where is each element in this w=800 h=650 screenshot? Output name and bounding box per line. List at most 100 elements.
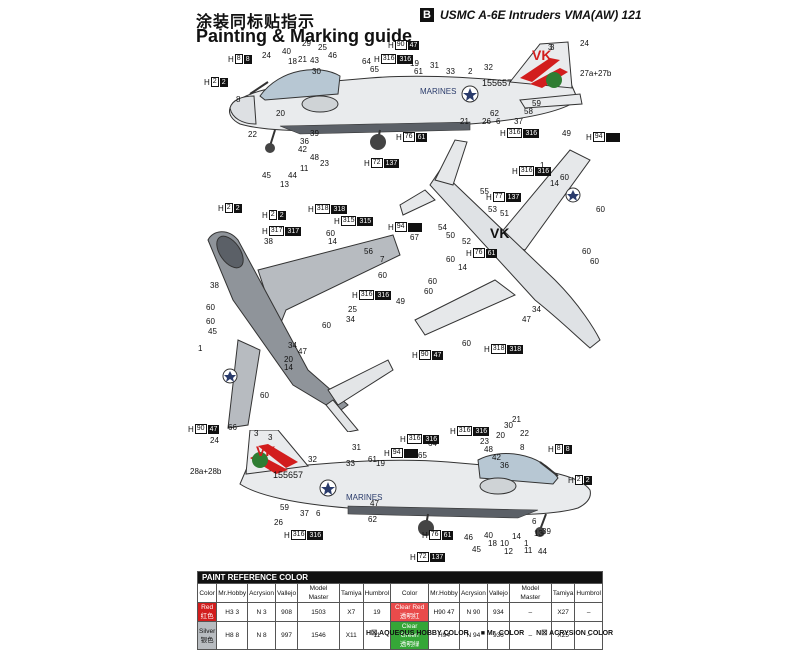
callout: 18 bbox=[288, 57, 297, 66]
serial-number: 155657 bbox=[273, 470, 303, 480]
callout: 22 bbox=[248, 130, 257, 139]
col-header: Tamiya bbox=[338, 583, 364, 603]
callout: 29 bbox=[302, 39, 311, 48]
col-header: Acrysion bbox=[458, 583, 488, 603]
page-title: Painting & Marking guide bbox=[196, 26, 413, 46]
callout: 42 bbox=[492, 453, 501, 462]
callout: 14 bbox=[458, 263, 467, 272]
marines-text: MARINES bbox=[420, 87, 456, 96]
paint-legend: H☒ AQUEOUS HOBBY COLOR ■ Mr. COLOR N☒ AC… bbox=[366, 629, 623, 637]
belly-panel bbox=[347, 505, 539, 519]
callout: 28a+28b bbox=[190, 467, 222, 476]
col-header: Vallejo bbox=[275, 583, 299, 603]
callout: 23 bbox=[320, 159, 329, 168]
callout: 11 bbox=[524, 546, 533, 555]
table-cell: 908 bbox=[275, 602, 299, 622]
callout: 58 bbox=[524, 107, 533, 116]
table-cell: H90 47 bbox=[428, 602, 460, 622]
callout: 20 bbox=[496, 431, 505, 440]
callout: 47 bbox=[298, 347, 307, 356]
callout: 60 bbox=[596, 205, 605, 214]
callout: 61 bbox=[368, 455, 377, 464]
callout: 59 bbox=[532, 99, 541, 108]
callout: 65 bbox=[370, 65, 379, 74]
callout: 21 bbox=[298, 55, 307, 64]
underside-tail-top bbox=[434, 139, 468, 186]
callout: 22 bbox=[520, 429, 529, 438]
callout: 37 bbox=[300, 509, 309, 518]
callout: 40 bbox=[484, 531, 493, 540]
col-header: Tamiya bbox=[550, 583, 576, 603]
callout: 60 bbox=[326, 229, 335, 238]
legend-acrysion: N☒ ACRYSION COLOR bbox=[536, 630, 614, 637]
callout: 18 bbox=[488, 539, 497, 548]
callout: 14 bbox=[512, 532, 521, 541]
callout: 47 bbox=[522, 315, 531, 324]
table-cell: X7 bbox=[338, 602, 364, 622]
callout: 49 bbox=[396, 297, 405, 306]
paint-reference-table: PAINT REFERENCE COLOR Color Mr.Hobby Acr… bbox=[196, 571, 603, 650]
callout: 20 bbox=[276, 109, 285, 118]
callout: 14 bbox=[284, 363, 293, 372]
col-header: Acrysion bbox=[247, 583, 277, 603]
belly-panel bbox=[279, 121, 471, 135]
insignia-star bbox=[567, 190, 579, 201]
callout: 59 bbox=[280, 503, 289, 512]
callout: 60 bbox=[206, 303, 215, 312]
callout: 45 bbox=[472, 545, 481, 554]
aircraft-side-view-top: MARINES 155657 VK 3 bbox=[229, 41, 583, 153]
col-header: Color bbox=[390, 583, 430, 603]
tail-number: 3 bbox=[268, 433, 273, 442]
callout: 12 bbox=[504, 547, 513, 556]
callout: 26 bbox=[482, 117, 491, 126]
col-header: Humbrol bbox=[574, 583, 603, 603]
callout: 60 bbox=[424, 287, 433, 296]
col-header: Mr.Hobby bbox=[428, 583, 460, 603]
insignia-star bbox=[463, 88, 477, 101]
tail-horizontal bbox=[327, 359, 394, 406]
callout: 14 bbox=[550, 179, 559, 188]
callout: 19 bbox=[376, 459, 385, 468]
callout: 56 bbox=[364, 247, 373, 256]
table-cell: N 8 bbox=[247, 621, 277, 650]
callout: 7 bbox=[380, 255, 385, 264]
nose-wheel bbox=[535, 527, 545, 537]
callout: 48 bbox=[484, 445, 493, 454]
callout: 60 bbox=[378, 271, 387, 280]
table-cell: H3 3 bbox=[216, 602, 249, 622]
tail-stripe-red bbox=[258, 444, 298, 468]
callout: 50 bbox=[446, 231, 455, 240]
table-cell: 997 bbox=[275, 621, 299, 650]
callout: 67 bbox=[410, 233, 419, 242]
paint-table-title: PAINT REFERENCE COLOR bbox=[197, 571, 603, 584]
callout: 25 bbox=[318, 43, 327, 52]
callout: 23 bbox=[480, 437, 489, 446]
legend-mr-color: ■ Mr. COLOR bbox=[480, 630, 525, 637]
callout: 60 bbox=[322, 321, 331, 330]
tail-horizontal-left bbox=[325, 399, 359, 432]
callout: 19 bbox=[410, 59, 419, 68]
callout: 11 bbox=[300, 164, 309, 173]
palm-emblem bbox=[546, 72, 562, 88]
underside-tail-left bbox=[399, 189, 436, 216]
callout: 60 bbox=[582, 247, 591, 256]
underside-fuselage bbox=[429, 169, 601, 349]
serial-number: 155657 bbox=[482, 78, 512, 88]
